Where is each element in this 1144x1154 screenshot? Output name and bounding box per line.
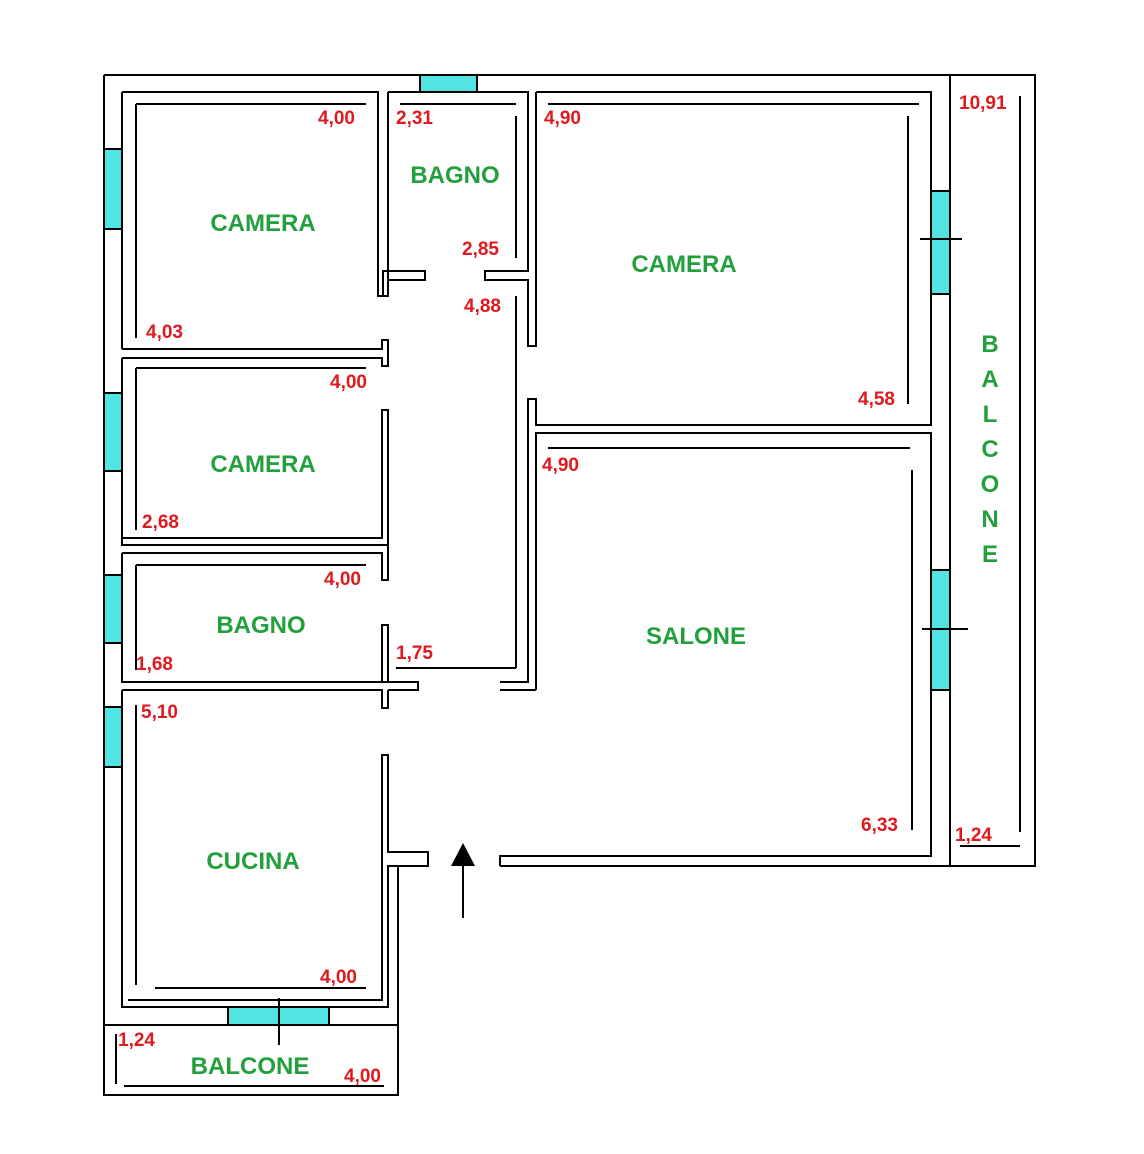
entrance-arrow-icon [451, 843, 475, 918]
corridor-door-jamb-2 [500, 433, 529, 683]
dim-camera-1-h: 4,03 [146, 322, 183, 343]
dim-salone-h: 6,33 [861, 815, 898, 836]
label-cucina: CUCINA [206, 848, 299, 875]
dim-cucina-w: 4,00 [320, 967, 357, 988]
balcone-side-letter: N [981, 506, 998, 533]
cucina-wall [122, 689, 389, 709]
windows [103, 74, 968, 1045]
bagno-mid-wall-s [121, 553, 389, 683]
camera-1-wall-south [122, 339, 389, 367]
dim-bagno-top-h: 2,85 [462, 239, 499, 260]
window-camera-2 [930, 190, 951, 295]
dim-cucina-h: 5,10 [141, 702, 178, 723]
corridor-door-jamb [388, 681, 419, 691]
dim-salone-w: 4,90 [542, 455, 579, 476]
dim-camera-2-h: 4,58 [858, 389, 895, 410]
label-bagno-mid: BAGNO [216, 612, 305, 639]
balcone-bottom-wall [103, 1025, 399, 1096]
dimension-labels: 4,00 4,03 2,31 2,85 4,90 4,88 4,58 4,00 … [118, 93, 1007, 1087]
label-balcone-side: BALCONE [981, 331, 1000, 568]
dim-balcone-side-w: 1,24 [955, 825, 992, 846]
bagno-top-wall [388, 91, 537, 347]
dim-camera-1-w: 4,00 [318, 108, 355, 129]
label-camera-1: CAMERA [210, 210, 315, 237]
label-balcone-bottom: BALCONE [191, 1053, 310, 1080]
room-labels: CAMERA BAGNO CAMERA CAMERA BAGNO SALONE … [191, 162, 1000, 1080]
balcone-side-letter: C [981, 436, 998, 463]
dim-balcone-side-h: 10,91 [959, 93, 1007, 114]
balcone-side-letter: A [981, 366, 998, 393]
label-bagno-top: BAGNO [410, 162, 499, 189]
camera-2-wall [527, 91, 932, 433]
bagno-mid-wall [122, 545, 389, 581]
window-camera-3 [103, 392, 123, 472]
bagno-top-wall-w [382, 92, 426, 297]
window-cucina [103, 706, 123, 768]
balcone-side-letter: O [981, 471, 1000, 498]
label-camera-3: CAMERA [210, 451, 315, 478]
dim-corridor-h: 4,88 [464, 296, 501, 317]
dim-balcone-bottom-w: 4,00 [344, 1066, 381, 1087]
dim-bagno-mid-h: 1,68 [136, 654, 173, 675]
dim-camera-3-w: 4,00 [330, 372, 367, 393]
walls [103, 74, 1036, 1096]
window-top [419, 74, 478, 93]
outer-wall [104, 74, 1036, 867]
window-camera-1 [103, 148, 123, 230]
camera-3-wall [121, 358, 389, 546]
balcone-side-letter: B [981, 331, 998, 358]
dim-corridor-w: 1,75 [396, 643, 433, 664]
label-camera-2: CAMERA [631, 251, 736, 278]
dim-camera-2-w: 4,90 [544, 108, 581, 129]
window-bagno-mid [103, 574, 123, 644]
balcone-side-letter: E [982, 541, 998, 568]
dim-balcone-bottom-h: 1,24 [118, 1030, 155, 1051]
dim-bagno-top-w: 2,31 [396, 108, 433, 129]
dim-camera-3-h: 2,68 [142, 512, 179, 533]
label-salone: SALONE [646, 623, 746, 650]
dim-bagno-mid-w: 4,00 [324, 569, 361, 590]
balcone-side-letter: L [983, 401, 998, 428]
